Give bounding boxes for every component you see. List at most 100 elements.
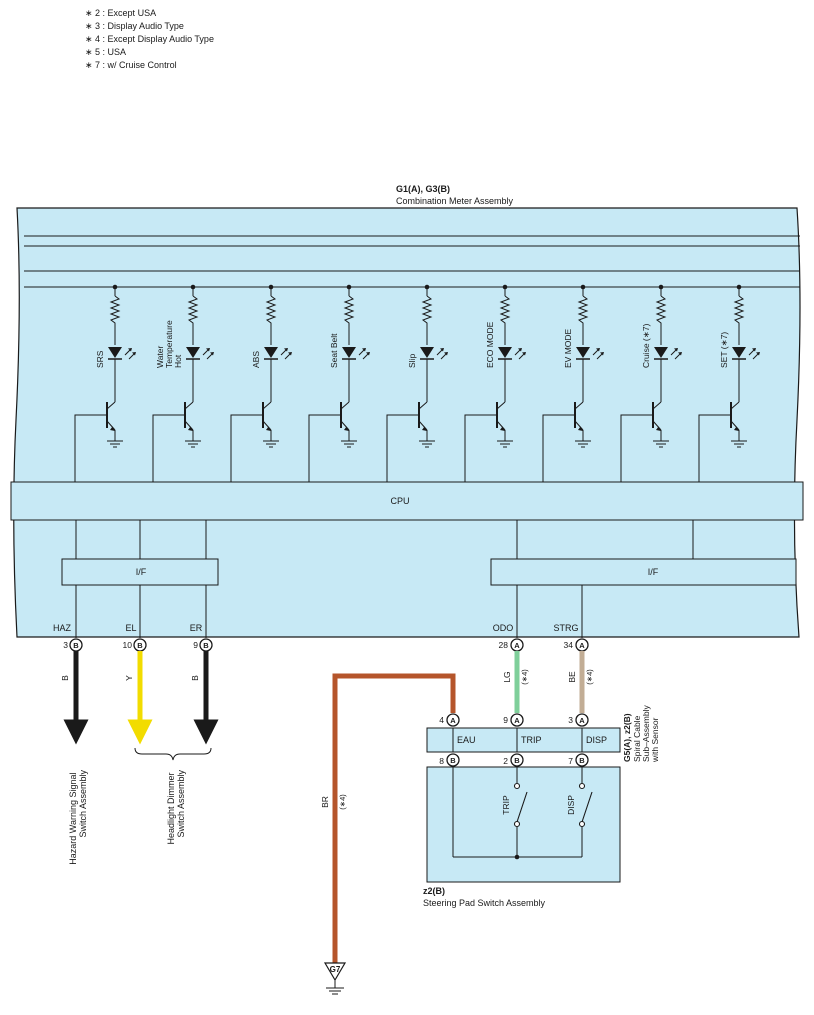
emitter-arrow [344,426,349,431]
base-drive-wire [230,414,263,482]
indicator-label-line: Seat Belt [329,333,339,368]
steering-pad-box [426,766,621,883]
meter-pin-strg: 34 A [564,638,589,652]
resistor-icon [343,295,355,345]
note-line: ∗ 4 : Except Display Audio Type [85,34,214,44]
dimmer-switch-label: Headlight Dimmer Switch Assembly [166,770,186,845]
resistor-icon [421,295,433,345]
led-ray-head [206,348,210,352]
disp-switch-icon [578,782,593,828]
base-drive-wire [74,414,107,482]
terminal-label-er: ER [190,623,203,633]
wire-br [332,673,456,965]
svg-text:10: 10 [123,640,133,650]
svg-text:3: 3 [63,640,68,650]
note-line: ∗ 3 : Display Audio Type [85,21,184,31]
wire-label-er: B [190,675,200,681]
resistor-icon [187,295,199,345]
notes-list: ∗ 2 : Except USA ∗ 3 : Display Audio Typ… [85,8,214,70]
resistor-icon [265,295,277,345]
switch-label-trip: TRIP [501,795,511,815]
if-label-right: I/F [648,567,659,577]
terminal-label-strg: STRG [553,623,578,633]
svg-text:B: B [450,756,456,765]
svg-text:B: B [579,756,585,765]
spiral-label-eau: EAU [457,735,476,745]
led-ray-head [752,348,756,352]
indicator-circuit: Slip [386,284,448,482]
transistor-emitter [496,420,506,431]
resistor-icon [577,295,589,345]
bus-lines [24,235,800,288]
emitter-arrow [110,426,115,431]
junction-dot [514,854,520,860]
svg-text:28: 28 [499,640,509,650]
resistor-icon [733,295,745,345]
wire-note-strg: (∗4) [585,669,594,685]
terminal-label-odo: ODO [493,623,514,633]
indicator-label: EV MODE [563,328,573,368]
steering-code: z2(B) [423,886,445,896]
cpu-if-lines [75,520,694,559]
if-terminal-lines [75,585,583,638]
led-ray-head [132,352,136,356]
indicator-label-line: ECO MODE [485,321,495,368]
transistor-collector [496,401,506,410]
spiral-pin-eau-top: 4 A [439,713,460,727]
base-drive-wire [542,414,575,482]
transistor-emitter [730,420,740,431]
led-ray-head [756,352,760,356]
indicator-circuit: SET (∗7) [698,284,760,482]
transistor-emitter [106,420,116,431]
led-icon [576,347,590,358]
wire-note-odo: (∗4) [520,669,529,685]
spiral-pin-trip-top: 9 A [503,713,524,727]
led-ray-head [362,348,366,352]
led-icon [342,347,356,358]
if-label-left: I/F [136,567,147,577]
indicator-label-line: Hot [173,354,183,368]
meter-pin-er: 9 B [193,638,213,652]
indicator-label: SET (∗7) [719,332,729,368]
svg-text:34: 34 [564,640,574,650]
indicator-circuit: Seat Belt [308,284,370,482]
spiral-pin-disp-top: 3 A [568,713,589,727]
indicator-label-line: Slip [407,354,417,368]
indicator-label: Seat Belt [329,333,339,368]
svg-text:B: B [137,641,143,650]
switch-label-disp: DISP [566,795,576,815]
indicator-label-line: Water [155,345,165,368]
transistor-emitter [340,420,350,431]
cpu-label: CPU [390,496,409,506]
indicator-label-line: Temperature [164,320,174,368]
transistor-collector [418,401,428,410]
emitter-arrow [422,426,427,431]
led-ray-head [366,352,370,356]
emitter-arrow [500,426,505,431]
wire-label-haz: B [60,675,70,681]
led-ray-head [444,352,448,356]
spiral-code: G5(A), z2(B) [622,713,632,762]
led-icon [498,347,512,358]
emitter-arrow [734,426,739,431]
base-drive-wire [152,414,185,482]
transistor-emitter [652,420,662,431]
indicator-label-line: ABS [251,351,261,368]
spiral-pin-disp-bottom: 7 B [568,753,589,767]
svg-text:B: B [514,756,520,765]
led-ray-head [678,352,682,356]
combination-meter-panel [13,207,801,638]
transistor-collector [184,401,194,410]
ground-g7: G7 [323,962,347,995]
led-ray-head [210,352,214,356]
transistor-collector [106,401,116,410]
svg-text:A: A [579,641,585,650]
led-ray-head [596,348,600,352]
indicator-label-line: SRS [95,350,105,368]
dimmer-brace [134,747,212,761]
wire-label-odo: LG [502,671,512,682]
base-drive-wire [308,414,341,482]
spiral-pin-eau-bottom: 8 B [439,753,460,767]
svg-text:4: 4 [439,715,444,725]
